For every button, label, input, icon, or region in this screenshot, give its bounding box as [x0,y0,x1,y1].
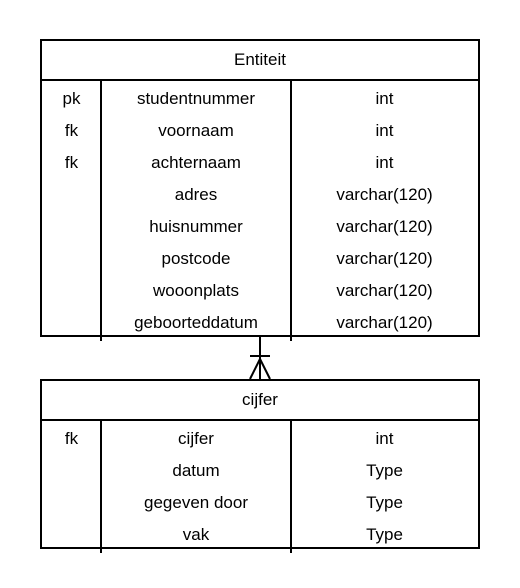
type-column-divider [290,421,292,553]
entity-title: cijfer [42,381,478,421]
attribute-type: varchar(120) [336,313,433,332]
entity-title-text: cijfer [242,390,278,409]
attribute-row[interactable]: postcode varchar(120) [42,243,478,275]
entity-title: Entiteit [42,41,478,81]
key-column-divider [100,421,102,553]
attribute-row[interactable]: adres varchar(120) [42,179,478,211]
attribute-name: postcode [161,249,231,268]
attribute-type: int [375,89,394,108]
attribute-name: achternaam [151,153,241,172]
attribute-name: vak [182,525,210,544]
entity-attributes: fk cijfer int datum Type gegeven door Ty… [42,421,478,553]
key-cell: fk [64,121,79,140]
crows-foot-right [259,358,271,380]
key-cell: fk [64,429,79,448]
attribute-type: int [375,429,394,448]
key-cell: fk [64,153,79,172]
attribute-name: huisnummer [149,217,243,236]
entity-cijfer[interactable]: cijfer fk cijfer int datum Type gegeven … [40,379,480,553]
attribute-type: varchar(120) [336,185,433,204]
attribute-row[interactable]: wooonplats varchar(120) [42,275,478,307]
attribute-type: varchar(120) [336,217,433,236]
attribute-type: Type [366,493,403,512]
attribute-name: gegeven door [144,493,248,512]
attribute-row[interactable]: huisnummer varchar(120) [42,211,478,243]
attribute-row[interactable]: pk studentnummer int [42,83,478,115]
attribute-row[interactable]: fk cijfer int [42,423,478,455]
attribute-name: geboorteddatum [134,313,258,332]
type-column-divider [290,81,292,341]
attribute-name: voornaam [158,121,234,140]
attribute-row[interactable]: fk voornaam int [42,115,478,147]
attribute-name: adres [174,185,218,204]
attribute-row[interactable]: vak Type [42,519,478,551]
crows-foot-left [249,358,261,380]
attribute-row[interactable]: fk achternaam int [42,147,478,179]
attribute-name: datum [172,461,220,480]
key-column-divider [100,81,102,341]
attribute-type: varchar(120) [336,281,433,300]
attribute-row[interactable]: geboorteddatum varchar(120) [42,307,478,339]
attribute-type: int [375,153,394,172]
attribute-name: cijfer [178,429,214,448]
entity-title-text: Entiteit [234,50,286,69]
attribute-type: int [375,121,394,140]
attribute-type: Type [366,461,403,480]
attribute-row[interactable]: datum Type [42,455,478,487]
attribute-name: studentnummer [136,89,256,108]
key-cell: pk [62,89,81,108]
attribute-name: wooonplats [152,281,239,300]
entity-attributes: pk studentnummer int fk voornaam int fk … [42,81,478,341]
attribute-type: varchar(120) [336,249,433,268]
attribute-type: Type [366,525,403,544]
entity-entiteit[interactable]: Entiteit pk studentnummer int fk voornaa… [40,39,480,341]
attribute-row[interactable]: gegeven door Type [42,487,478,519]
